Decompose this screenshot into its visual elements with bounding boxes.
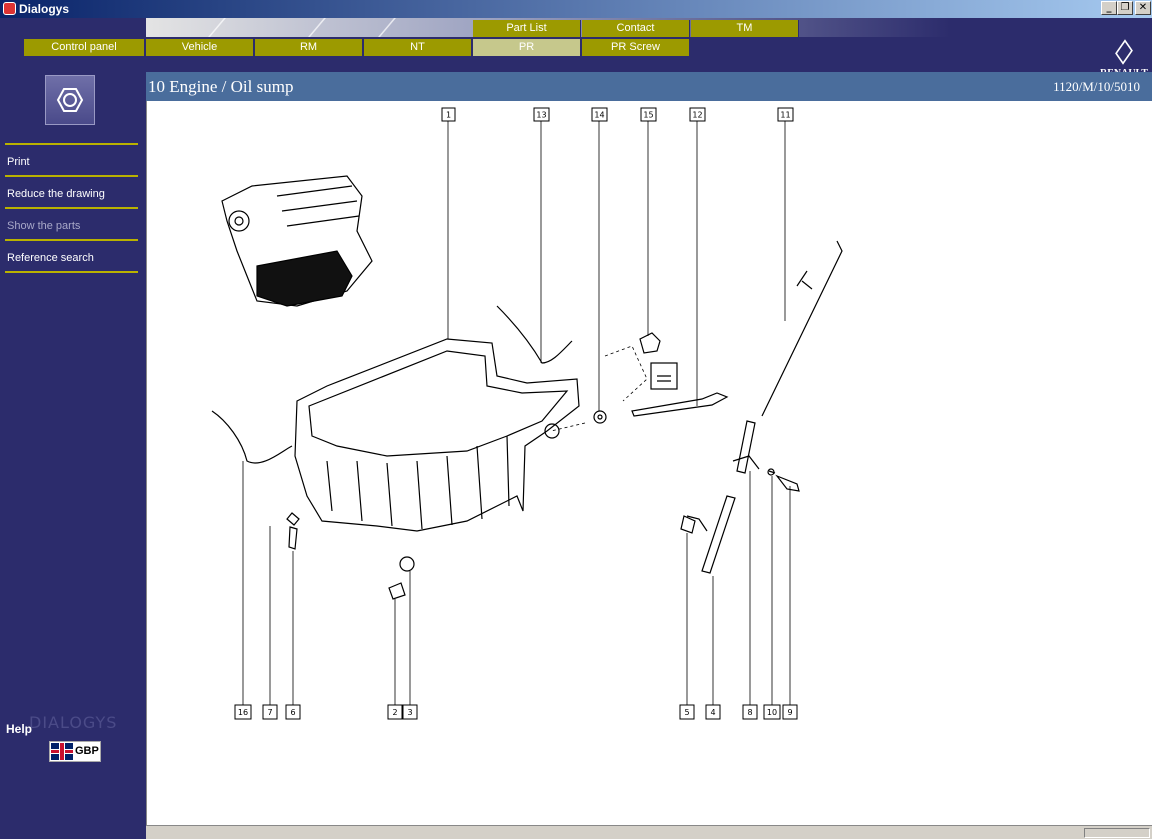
sidebar-divider [5, 271, 138, 273]
callout-10: 10 [763, 704, 781, 720]
tab-control-panel[interactable]: Control panel [24, 39, 145, 56]
content-header: 10 Engine / Oil sump 1120/M/10/5010 [146, 72, 1152, 103]
tab-vehicle[interactable]: Vehicle [146, 39, 254, 56]
sidebar-item-show-parts: Show the parts [5, 207, 138, 239]
callout-13: 13 [533, 107, 550, 122]
window-title-bar: Dialogys _ ❐ ✕ [0, 0, 1152, 18]
drawing-canvas: 1 13 14 15 12 11 16 7 6 2 3 5 4 8 10 9 [211, 107, 843, 720]
currency-selector[interactable]: GBP [49, 741, 101, 762]
restore-button[interactable]: ❐ [1117, 1, 1133, 15]
status-panel [1084, 828, 1150, 838]
svg-text:5: 5 [684, 708, 689, 717]
callout-12: 12 [689, 107, 706, 122]
front-gasket-drawing [496, 305, 573, 364]
svg-text:4: 4 [710, 708, 715, 717]
tab-contact[interactable]: Contact [582, 20, 690, 37]
dialogys-watermark: DIALOGYS [29, 713, 118, 732]
svg-text:3: 3 [407, 708, 412, 717]
window-title: Dialogys [19, 2, 70, 16]
svg-text:10: 10 [767, 708, 777, 717]
oil-sump-drawing [294, 338, 580, 532]
renault-diamond-icon [1115, 39, 1133, 65]
svg-text:14: 14 [594, 111, 604, 120]
rear-gasket-drawing [211, 410, 293, 464]
minimize-button[interactable]: _ [1101, 1, 1117, 15]
callout-5: 5 [679, 704, 695, 720]
callout-8: 8 [742, 704, 758, 720]
tab-nt[interactable]: NT [364, 39, 472, 56]
hex-nut-icon [56, 88, 84, 112]
part-category-button[interactable] [45, 75, 95, 125]
svg-text:6: 6 [290, 708, 295, 717]
callout-11: 11 [777, 107, 794, 122]
dipstick-drawing [761, 240, 843, 417]
callout-16: 16 [234, 704, 252, 720]
oil-sender-drawing [631, 392, 729, 417]
page-title: 10 Engine / Oil sump [148, 77, 294, 96]
dipstick-tube-drawing [701, 420, 756, 574]
tab-pr[interactable]: PR [473, 39, 581, 56]
svg-text:13: 13 [536, 111, 546, 120]
engine-thumbnail-drawing [221, 175, 373, 307]
callout-1: 1 [441, 107, 456, 122]
tab-pr-screw[interactable]: PR Screw [582, 39, 690, 56]
close-button[interactable]: ✕ [1135, 1, 1151, 15]
callout-6: 6 [285, 704, 301, 720]
help-link[interactable]: Help [6, 722, 33, 736]
app-header: Part List Contact TM Control panel Vehic… [0, 18, 1152, 79]
svg-text:7: 7 [267, 708, 272, 717]
svg-text:12: 12 [692, 111, 702, 120]
svg-text:2: 2 [392, 708, 397, 717]
tab-part-list[interactable]: Part List [473, 20, 581, 37]
sidebar-item-print[interactable]: Print [5, 143, 138, 175]
svg-text:15: 15 [643, 111, 653, 120]
callout-4: 4 [705, 704, 721, 720]
callout-9: 9 [782, 704, 798, 720]
sidebar-item-reference-search[interactable]: Reference search [5, 239, 138, 271]
exploded-parts-drawing[interactable]: 1 13 14 15 12 11 16 7 6 2 3 5 4 8 10 9 [146, 101, 1152, 825]
tab-tm[interactable]: TM [691, 20, 799, 37]
oil-cap-drawing [639, 332, 661, 354]
sidebar-item-reduce-drawing[interactable]: Reduce the drawing [5, 175, 138, 207]
tab-rm[interactable]: RM [255, 39, 363, 56]
callout-14: 14 [591, 107, 608, 122]
svg-text:1: 1 [446, 111, 451, 120]
callout-3: 3 [402, 704, 418, 720]
svg-text:11: 11 [780, 111, 790, 120]
app-icon [3, 2, 16, 15]
callout-2: 2 [387, 704, 403, 720]
status-bar [146, 825, 1152, 839]
uk-flag-icon [51, 743, 73, 760]
sidebar: Print Reduce the drawing Show the parts … [0, 72, 146, 839]
svg-text:16: 16 [238, 708, 248, 717]
svg-text:8: 8 [747, 708, 752, 717]
callout-15: 15 [640, 107, 657, 122]
callout-7: 7 [262, 704, 278, 720]
svg-text:9: 9 [787, 708, 792, 717]
page-reference: 1120/M/10/5010 [1053, 79, 1140, 94]
